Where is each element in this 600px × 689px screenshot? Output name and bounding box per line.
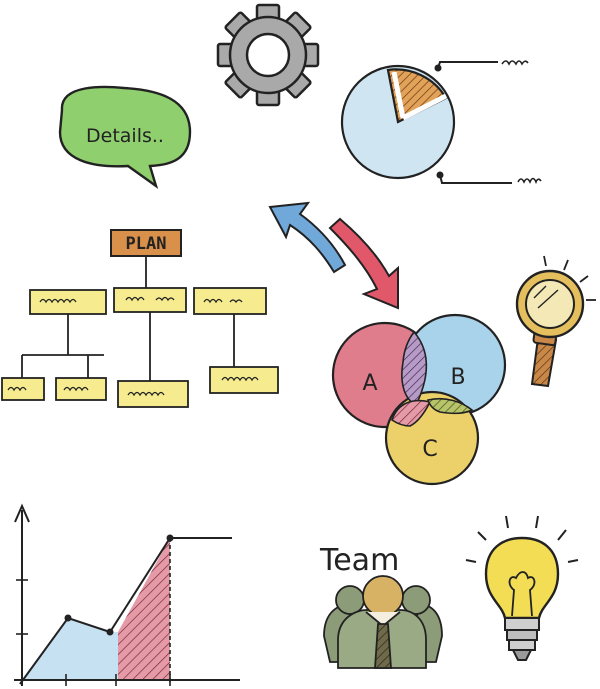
venn-label-b: B (450, 365, 465, 390)
lightbulb-icon (465, 515, 579, 661)
venn-diagram-icon: A B C (331, 313, 507, 486)
org-chart-root-label: PLAN (126, 234, 167, 254)
org-node (209, 366, 279, 394)
bidirectional-arrows-icon (268, 201, 399, 310)
magnifier-icon (515, 255, 596, 388)
venn-label-c: C (422, 437, 437, 462)
org-chart-icon: PLAN (1, 229, 279, 408)
team-icon: Team (319, 543, 443, 669)
venn-label-a: A (362, 371, 377, 396)
speech-bubble-icon: Details.. (58, 85, 192, 190)
line-chart-icon (14, 503, 240, 686)
org-node (1, 377, 45, 401)
org-node (29, 289, 107, 315)
pie-chart-icon (340, 60, 542, 185)
team-label: Team (319, 543, 399, 578)
speech-bubble-text: Details.. (86, 125, 164, 147)
org-node (113, 287, 187, 313)
gear-icon (216, 3, 320, 107)
